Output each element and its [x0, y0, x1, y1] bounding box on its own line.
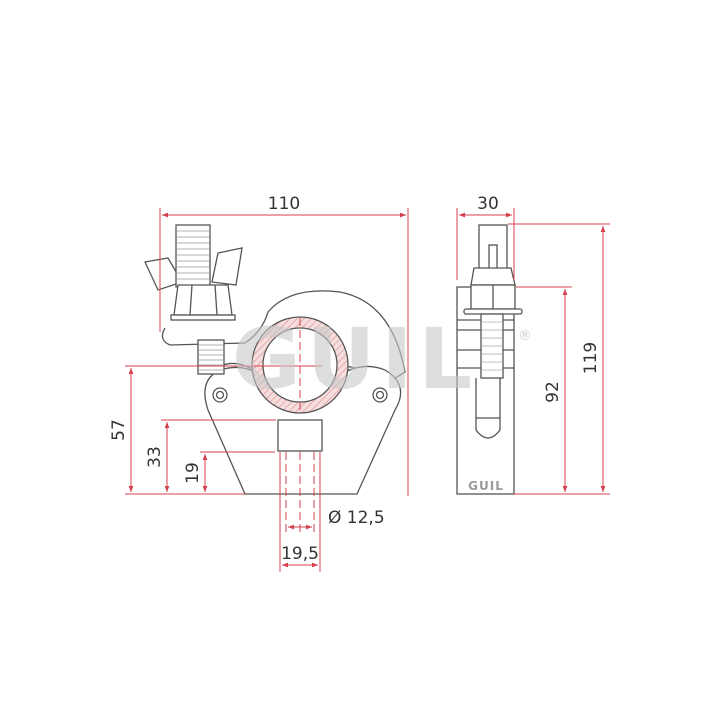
side-view: [456, 224, 523, 495]
watermark-text: GUIL: [232, 310, 478, 408]
dim-label-19-5: 19,5: [281, 544, 319, 564]
hex-nut: [173, 284, 233, 316]
dim-label-92: 92: [543, 381, 563, 403]
dim-label-19: 19: [183, 462, 203, 484]
side-nut: [470, 267, 516, 286]
watermark: GUIL ®: [232, 310, 532, 408]
registered-mark: ®: [518, 328, 532, 344]
pivot-hole-right: [372, 387, 388, 403]
dim-label-30: 30: [477, 194, 499, 214]
pivot-hole-left: [212, 387, 228, 403]
bolt-thread-lower: [197, 339, 225, 375]
dim-label-33: 33: [145, 446, 165, 468]
side-logo: GUIL: [468, 479, 504, 493]
dim-label-57: 57: [109, 419, 129, 441]
front-view: [144, 224, 406, 495]
bolt-thread-upper: [175, 224, 211, 288]
washer: [170, 314, 236, 321]
side-jaw-slot: [475, 378, 501, 439]
spigot-stem: [277, 419, 323, 452]
front-dimensions: [125, 208, 409, 572]
dim-label-diameter: Ø 12,5: [328, 508, 385, 528]
dim-label-119: 119: [581, 342, 601, 374]
dim-label-110: 110: [268, 194, 300, 214]
side-dimensions: [456, 208, 610, 495]
